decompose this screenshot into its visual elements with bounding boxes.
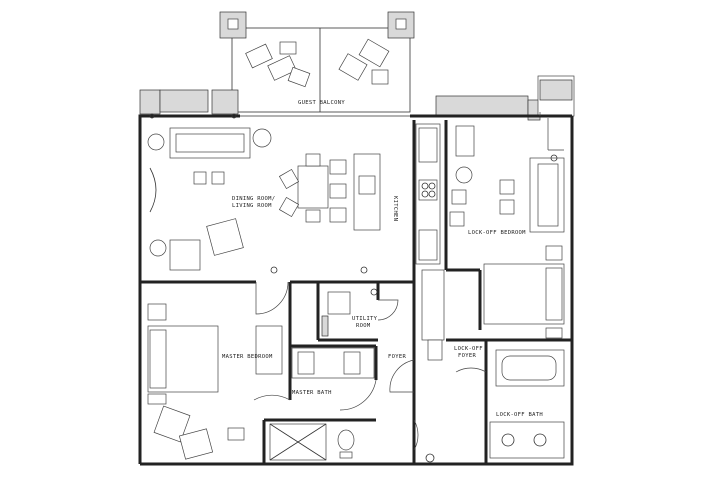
- lockoff-bath: LOCK-OFF BATH: [489, 349, 565, 459]
- foyer-label: FOYER: [388, 354, 406, 360]
- master-bath-label: MASTER BATH: [292, 390, 332, 396]
- kitchen: KITCHEN: [329, 123, 441, 265]
- lounge-chairs-left: [245, 41, 311, 88]
- dining-table: [297, 165, 329, 209]
- lockoff-foyer-label-1: LOCK-OFF: [454, 346, 483, 352]
- fixture-markers: [149, 113, 558, 296]
- dining-living-label-1: DINING ROOM/: [232, 196, 275, 202]
- master-bedroom: MASTER BEDROOM: [147, 303, 283, 460]
- lockoff-bath-label: LOCK-OFF BATH: [496, 412, 543, 418]
- lounge-chairs-right: [338, 38, 390, 85]
- utility-label-2: ROOM: [356, 323, 371, 329]
- lockoff-bedroom: LOCK-OFF BEDROOM: [449, 125, 565, 339]
- lockoff-bedroom-label: LOCK-OFF BEDROOM: [468, 230, 526, 236]
- kitchen-label: KITCHEN: [392, 196, 398, 221]
- lockoff-foyer-label-2: FOYER: [458, 353, 476, 359]
- planter-strips: [139, 75, 575, 121]
- walls: [138, 114, 574, 466]
- utility-label-1: UTILITY: [352, 316, 378, 322]
- guest-balcony-label: GUEST BALCONY: [298, 100, 345, 106]
- utility-room: UTILITY ROOM: [321, 291, 378, 337]
- foyer: FOYER LOCK-OFF FOYER: [388, 269, 483, 361]
- living-dining-room: DINING ROOM/ LIVING ROOM: [147, 127, 329, 271]
- dining-living-label-2: LIVING ROOM: [232, 203, 272, 209]
- guest-balcony: GUEST BALCONY: [219, 11, 415, 113]
- master-bath: MASTER BATH: [269, 347, 375, 461]
- master-bedroom-label: MASTER BEDROOM: [222, 354, 273, 360]
- doors: [253, 112, 564, 463]
